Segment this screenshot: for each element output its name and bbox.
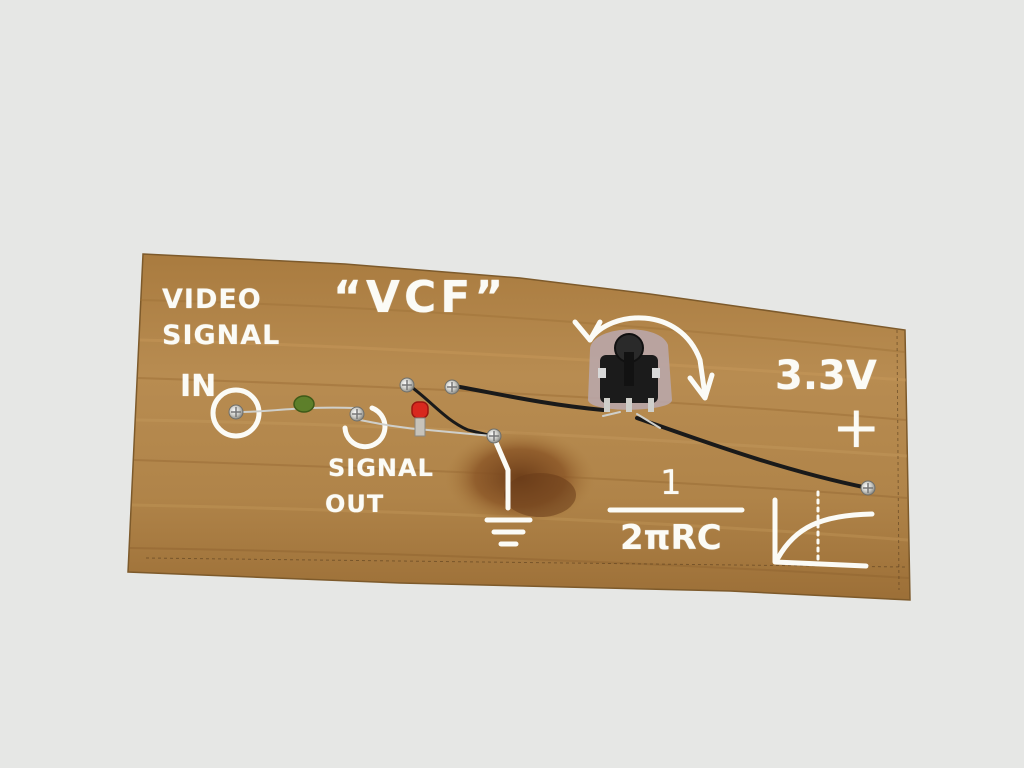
silver-wire-pot [602, 411, 661, 429]
screws [228, 377, 876, 496]
screw-output [349, 406, 365, 422]
silver-wire-led [359, 419, 493, 437]
screw-led-top [399, 377, 415, 393]
supply-voltage-label: 3.3V [775, 353, 877, 399]
input-label-line-2: SIGNAL [162, 320, 281, 351]
input-jack-circle [210, 387, 262, 439]
black-wire-to-pot [452, 384, 605, 412]
supply-plus-label: + [832, 393, 882, 461]
wooden-board [127, 253, 911, 601]
rotation-arrow-icon [587, 315, 708, 398]
input-label-line-1: VIDEO [162, 284, 262, 315]
wiring [239, 384, 870, 490]
screw-supply [860, 480, 876, 496]
ground-wire-stub [492, 437, 511, 511]
formula-numerator: 1 [660, 463, 683, 503]
potentiometer [588, 329, 672, 412]
capacitor [293, 395, 315, 413]
black-wire-to-ground [408, 384, 494, 438]
silver-wire-in [239, 406, 356, 413]
screw-ground [486, 428, 502, 444]
black-wire-to-supply [635, 416, 870, 490]
screw-wire-top [444, 379, 460, 395]
filter-response-graph-icon [772, 490, 875, 569]
input-in-label: IN [180, 369, 217, 404]
output-label-line-2: OUT [325, 490, 385, 518]
formula-denominator: 2πRC [620, 518, 722, 558]
led [411, 401, 429, 437]
output-label-line-1: SIGNAL [328, 454, 434, 482]
board-title: “VCF” [333, 272, 508, 323]
ground-symbol-icon [484, 517, 533, 547]
output-jack-arc [342, 405, 388, 450]
painted-markings [210, 315, 875, 569]
screw-input [228, 404, 244, 420]
